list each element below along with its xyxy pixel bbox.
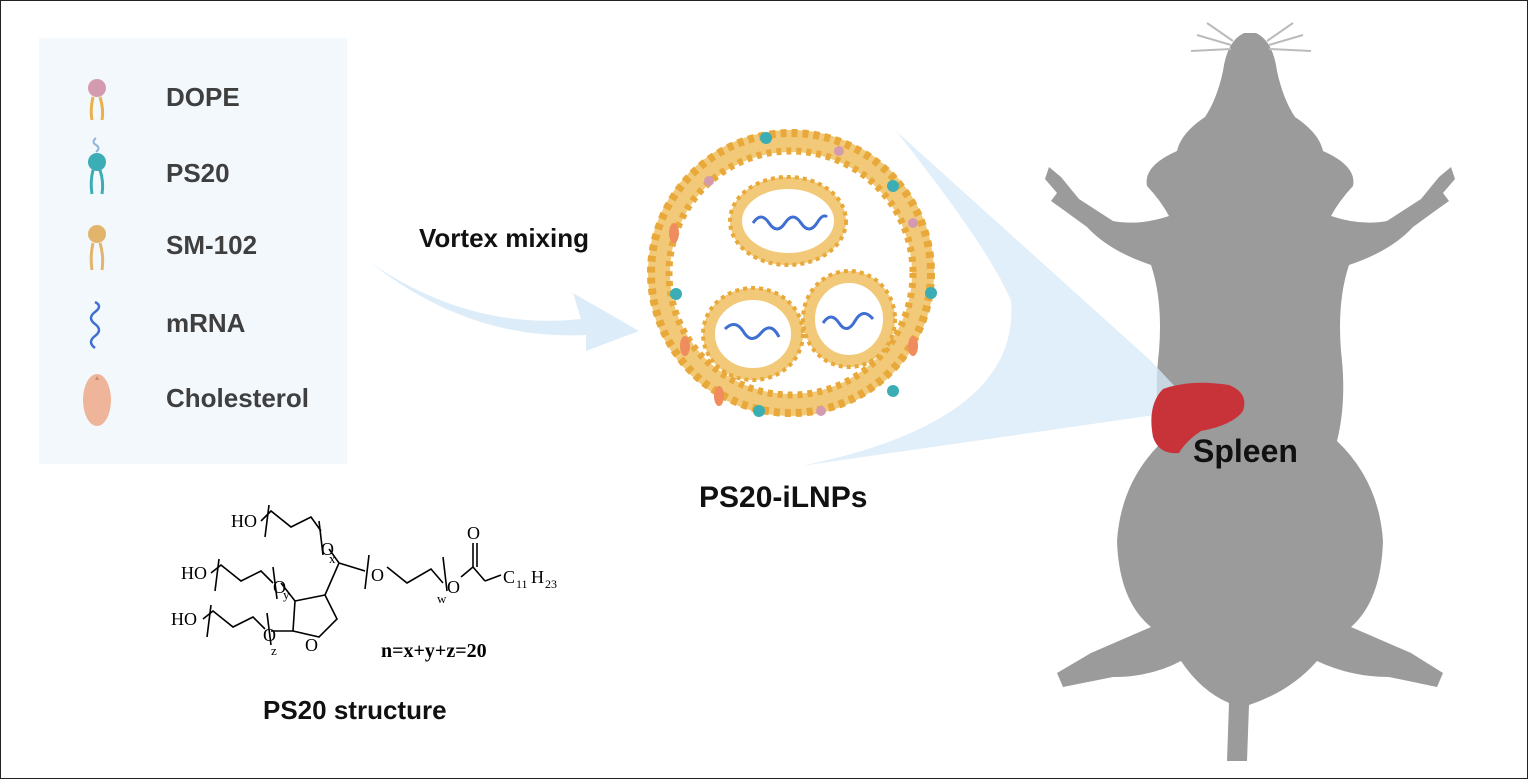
zoom-cone <box>801 131 1196 466</box>
dope-lipid-icon <box>88 79 106 121</box>
legend-item-dope: DOPE <box>39 78 347 138</box>
vortex-mixing-label: Vortex mixing <box>419 223 590 253</box>
mrna-strand-icon <box>89 300 101 349</box>
legend-label-dope: DOPE <box>166 82 240 112</box>
chem-ho-top: HO <box>231 511 257 531</box>
mouse-whiskers <box>1190 22 1312 52</box>
legend-item-mrna: mRNA <box>39 296 347 356</box>
svg-text:O: O <box>371 565 384 585</box>
spleen-organ <box>1151 382 1245 454</box>
svg-text:C: C <box>503 567 515 587</box>
structure-caption: PS20 structure <box>263 695 447 725</box>
cholesterol-icon <box>83 374 111 426</box>
ps20-chemical-structure: HO O x HO O y HO O z O O O w O C 11 H 23… <box>171 504 557 662</box>
svg-text:x: x <box>329 551 336 566</box>
legend-label-ps20: PS20 <box>166 158 230 188</box>
svg-text:w: w <box>437 591 447 606</box>
svg-text:O: O <box>305 635 318 655</box>
legend-label-mrna: mRNA <box>166 308 246 338</box>
svg-text:z: z <box>271 643 277 658</box>
legend-item-ps20: PS20 <box>39 136 347 196</box>
legend-item-sm102: SM-102 <box>39 224 347 284</box>
svg-text:23: 23 <box>545 577 557 591</box>
svg-text:11: 11 <box>516 577 528 591</box>
legend-label-cholesterol: Cholesterol <box>166 383 310 413</box>
legend-label-sm102: SM-102 <box>166 230 258 260</box>
particle-label: PS20-iLNPs <box>699 481 868 514</box>
ps20-lipid-icon <box>88 137 106 195</box>
chem-ho-bottom: HO <box>171 609 197 629</box>
mixing-arrow <box>371 263 639 351</box>
svg-text:O: O <box>321 539 334 559</box>
chem-formula: n=x+y+z=20 <box>381 640 487 662</box>
svg-text:O: O <box>273 577 286 597</box>
lnp-particle <box>647 129 937 417</box>
svg-text:O: O <box>447 577 460 597</box>
svg-text:H: H <box>531 567 544 587</box>
svg-text:O: O <box>263 625 276 645</box>
legend-panel: DOPE PS20 SM-102 mRNA <box>39 38 347 464</box>
sm102-lipid-icon <box>88 225 106 271</box>
chem-ho-middle: HO <box>181 563 207 583</box>
mouse-silhouette <box>1045 33 1455 761</box>
legend-item-cholesterol: Cholesterol <box>39 368 347 428</box>
svg-text:O: O <box>467 523 480 543</box>
spleen-label: Spleen <box>1193 433 1298 469</box>
svg-text:y: y <box>283 587 290 602</box>
